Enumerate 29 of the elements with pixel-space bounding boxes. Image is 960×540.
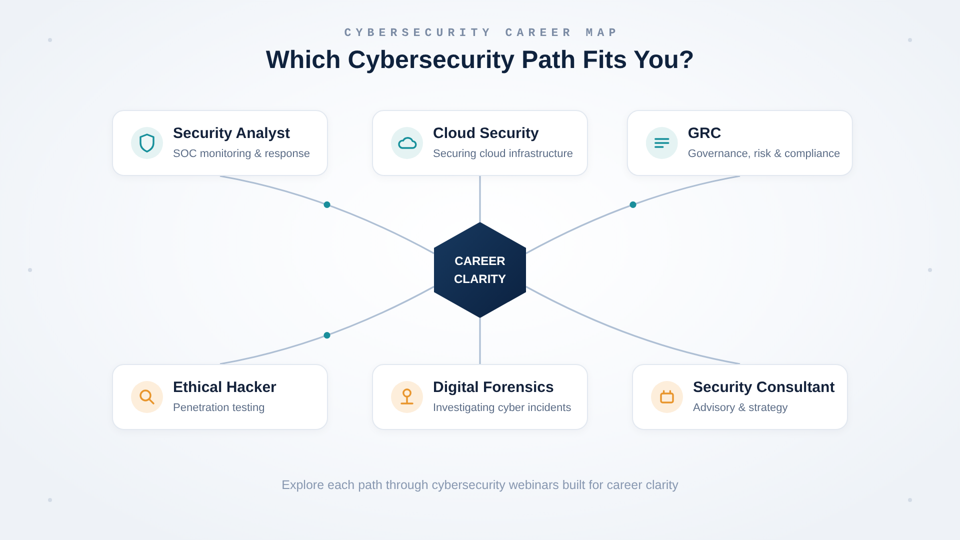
career-card bbox=[372, 364, 588, 430]
connector-line bbox=[526, 175, 740, 254]
card-title: Digital Forensics bbox=[433, 379, 555, 397]
card-subtitle: Securing cloud infrastructure bbox=[433, 147, 574, 161]
career-card bbox=[372, 110, 588, 176]
card-title: Security Consultant bbox=[693, 379, 835, 397]
hub-label: CAREER CLARITY bbox=[453, 253, 507, 288]
card-title: Cloud Security bbox=[433, 125, 540, 143]
page-title: Which Cybersecurity Path Fits You? bbox=[266, 45, 694, 76]
card-subtitle: SOC monitoring & response bbox=[173, 147, 310, 161]
connector-line bbox=[220, 175, 434, 254]
connector-line bbox=[526, 286, 740, 365]
card-subtitle: Investigating cyber incidents bbox=[433, 401, 572, 415]
caption-text: Explore each path through cybersecurity webinars built for career clarity bbox=[282, 477, 678, 493]
card-title: GRC bbox=[688, 125, 722, 143]
connector-line bbox=[479, 176, 481, 222]
card-subtitle: Governance, risk & compliance bbox=[688, 147, 840, 161]
career-card bbox=[112, 364, 328, 430]
career-card bbox=[632, 364, 848, 430]
career-card bbox=[112, 110, 328, 176]
card-title: Security Analyst bbox=[173, 125, 291, 143]
card-title: Ethical Hacker bbox=[173, 379, 276, 397]
connector-line bbox=[220, 286, 434, 365]
connector-line bbox=[479, 318, 481, 364]
career-card bbox=[626, 110, 854, 176]
card-subtitle: Advisory & strategy bbox=[693, 401, 789, 415]
kicker-label: CYBERSECURITY CAREER MAP bbox=[343, 27, 620, 40]
card-subtitle: Penetration testing bbox=[173, 401, 266, 415]
hexagon-node bbox=[434, 222, 526, 318]
